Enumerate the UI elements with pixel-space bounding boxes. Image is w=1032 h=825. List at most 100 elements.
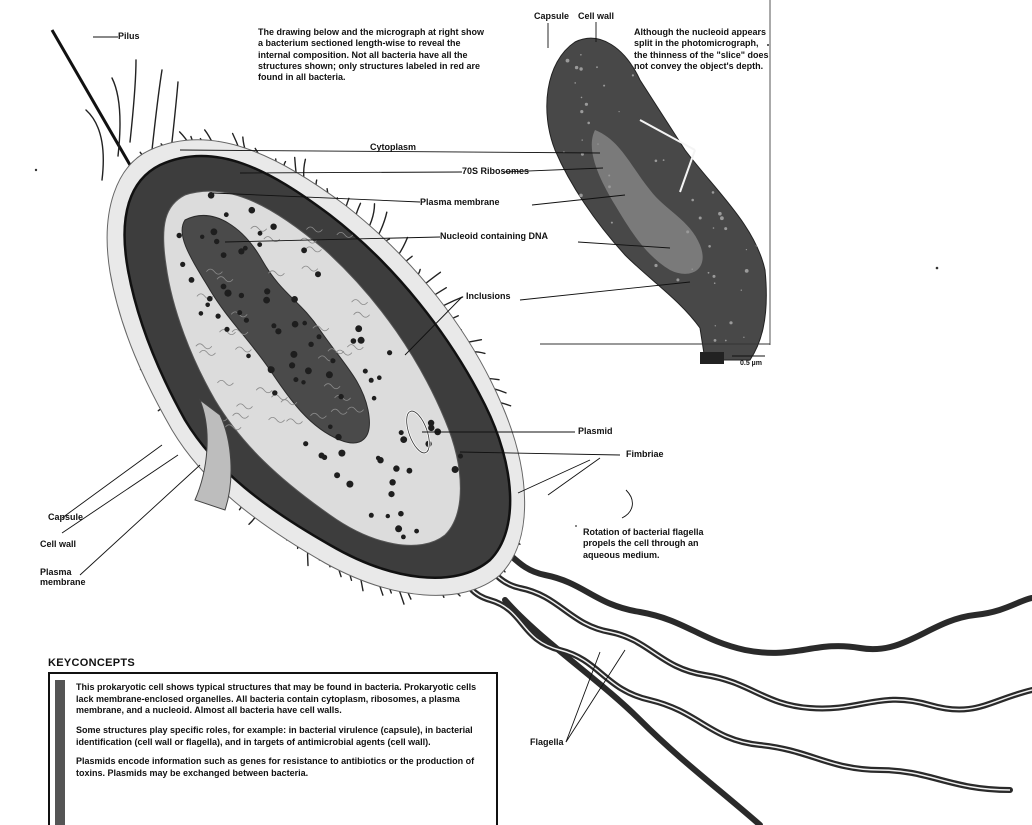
key-concept-paragraph: This prokaryotic cell shows typical stru… xyxy=(76,682,486,717)
ribosome xyxy=(372,396,377,401)
ribosome xyxy=(205,303,210,308)
ribosome xyxy=(237,310,242,315)
ribosome xyxy=(216,314,221,319)
label-cytoplasm: Cytoplasm xyxy=(370,143,416,153)
ribosome xyxy=(211,228,218,235)
ribosome xyxy=(207,296,213,302)
ribosome xyxy=(389,479,395,485)
ribosome xyxy=(272,390,277,395)
ribosome xyxy=(338,450,345,457)
ribosome xyxy=(317,334,322,339)
ribosome xyxy=(387,350,392,355)
ribosome xyxy=(351,338,357,344)
ribosome xyxy=(358,337,365,344)
key-concepts-box: This prokaryotic cell shows typical stru… xyxy=(48,672,498,825)
label-micro-cell-wall: Cell wall xyxy=(578,12,614,22)
ribosome xyxy=(214,239,219,244)
scale-bar-label: 0.5 µm xyxy=(740,360,762,368)
ribosome xyxy=(268,366,275,373)
ribosome xyxy=(180,262,185,267)
scale-bar-block xyxy=(700,352,724,364)
ribosome xyxy=(458,454,463,459)
ribosome xyxy=(243,246,248,251)
bacterial-cell xyxy=(107,140,524,596)
key-concept-paragraph: Plasmids encode information such as gene… xyxy=(76,756,486,779)
ribosome xyxy=(301,380,305,384)
ribosome xyxy=(398,511,404,517)
ribosome xyxy=(263,297,270,304)
flagella xyxy=(440,535,1032,825)
ribosome xyxy=(377,375,382,380)
ribosome xyxy=(369,378,374,383)
label-ribosomes: 70S Ribosomes xyxy=(462,167,529,177)
label-plasmid: Plasmid xyxy=(578,427,613,437)
ribosome xyxy=(369,513,374,518)
ribosome xyxy=(264,288,270,294)
ribosome xyxy=(291,296,298,303)
key-concept-paragraph: Some structures play specific roles, for… xyxy=(76,725,486,748)
rotation-caption: Rotation of bacterial flagella propels t… xyxy=(583,527,725,561)
ribosome xyxy=(326,371,333,378)
ribosome xyxy=(189,277,195,283)
ribosome xyxy=(322,455,327,460)
ribosome xyxy=(292,321,299,328)
ribosome xyxy=(303,441,308,446)
ribosome xyxy=(452,466,459,473)
ribosome xyxy=(388,491,394,497)
label-pilus: Pilus xyxy=(118,32,140,42)
intro-text: The drawing below and the micrograph at … xyxy=(258,27,490,83)
label-capsule: Capsule xyxy=(48,513,83,523)
ribosome xyxy=(221,284,227,290)
fimbria xyxy=(86,110,103,180)
fimbria xyxy=(112,78,120,156)
ribosome xyxy=(224,327,229,332)
label-plasma-membrane: Plasma membrane xyxy=(420,198,500,208)
ribosome xyxy=(302,321,307,326)
ribosome xyxy=(395,525,402,532)
ribosome xyxy=(401,535,406,540)
ribosome xyxy=(386,514,390,518)
ribosome xyxy=(293,377,298,382)
ribosome xyxy=(335,434,341,440)
ribosome xyxy=(328,425,333,430)
ribosome xyxy=(177,233,182,238)
ribosome xyxy=(249,207,256,214)
ribosome xyxy=(400,436,407,443)
pilus xyxy=(52,30,133,165)
ribosome xyxy=(338,394,343,399)
ribosome xyxy=(414,529,419,534)
ribosome xyxy=(199,311,204,316)
ribosome xyxy=(377,457,383,463)
ribosome xyxy=(315,271,321,277)
label-flagella: Flagella xyxy=(530,738,564,748)
label-nucleoid: Nucleoid containing DNA xyxy=(440,232,548,242)
label-plasma-membrane-left: Plasma membrane xyxy=(40,568,90,588)
ribosome xyxy=(275,328,281,334)
ribosome xyxy=(224,290,231,297)
ribosome xyxy=(290,351,297,358)
key-concepts-title: KEYCONCEPTS xyxy=(48,657,135,669)
ribosome xyxy=(407,468,413,474)
label-fimbriae: Fimbriae xyxy=(626,450,664,460)
micrograph-note: Although the nucleoid appears split in t… xyxy=(634,27,774,72)
ribosome xyxy=(308,342,313,347)
ribosome xyxy=(224,212,229,217)
label-micro-capsule: Capsule xyxy=(534,12,569,22)
fimbria xyxy=(130,60,136,142)
ribosome xyxy=(258,231,263,236)
ribosome xyxy=(399,430,404,435)
ribosome xyxy=(257,242,262,247)
ribosome xyxy=(246,354,251,359)
ribosome xyxy=(244,318,249,323)
ribosome xyxy=(355,325,362,332)
ribosome xyxy=(270,224,276,230)
ribosome xyxy=(271,323,276,328)
ribosome xyxy=(428,425,434,431)
ribosome xyxy=(239,293,244,298)
ribosome xyxy=(363,369,368,374)
ribosome xyxy=(346,481,353,488)
ribosome xyxy=(330,358,335,363)
label-inclusions: Inclusions xyxy=(466,292,511,302)
key-concepts-strip xyxy=(55,680,65,825)
ribosome xyxy=(221,252,227,258)
